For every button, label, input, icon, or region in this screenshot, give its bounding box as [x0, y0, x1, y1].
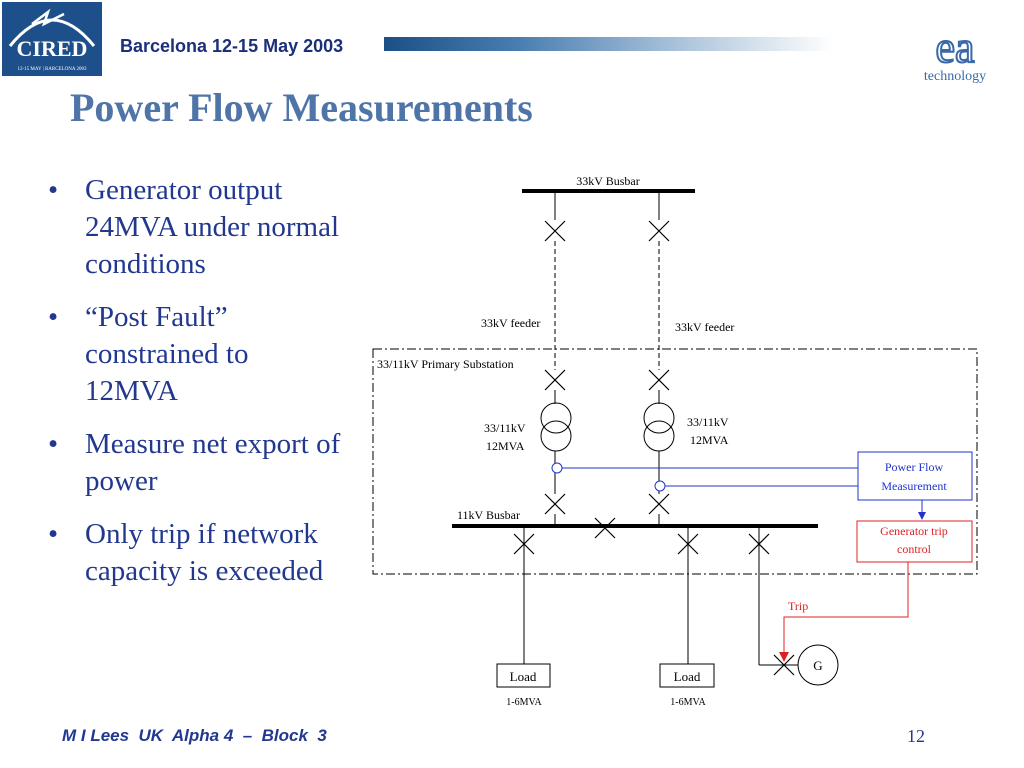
bullet-dot: • [48, 174, 59, 206]
load-box-right [659, 663, 715, 688]
bullet-item: • “Post Fault” constrained to 12MVA [48, 299, 348, 410]
header-band [384, 37, 834, 51]
bullet-item: • Generator output 24MVA under normal con… [48, 172, 348, 283]
generator-breaker-icon [773, 654, 795, 676]
load-left-label: Load [510, 669, 537, 684]
arrow-down-icon [918, 512, 926, 520]
bullet-list: • Generator output 24MVA under normal con… [48, 172, 348, 606]
cired-logo-subtext: 12-15 MAY | BARCELONA 2003 [18, 67, 87, 72]
gtc-label-line2: control [897, 542, 932, 556]
load-circuit-left [513, 526, 535, 664]
left-feeder [540, 191, 572, 525]
generator-label: G [813, 658, 822, 673]
bullet-item: • Only trip if network capacity is exceed… [48, 516, 348, 590]
substation-label: 33/11kV Primary Substation [377, 357, 514, 371]
load-right-label: Load [674, 669, 701, 684]
cired-logo: CIRED 12-15 MAY | BARCELONA 2003 [2, 2, 102, 76]
circuit-breaker-icon [648, 493, 670, 515]
bullet-text: Measure net export of power [85, 428, 341, 497]
bullet-text: Only trip if network capacity is exceede… [85, 518, 324, 587]
busbar-33kv-label: 33kV Busbar [576, 174, 639, 188]
generator-trip-control-box [856, 520, 973, 563]
bullet-dot: • [48, 301, 59, 333]
circuit-breaker-icon [544, 369, 566, 391]
load-circuit-right [677, 526, 699, 664]
ea-logo-mark: ea [935, 24, 974, 72]
feeder-left-label: 33kV feeder [481, 316, 540, 330]
tx-left-rating: 33/11kV [484, 421, 526, 435]
pfm-label-line1: Power Flow [885, 460, 944, 474]
power-flow-measurement-box [857, 451, 973, 501]
single-line-diagram: 33/11kV Primary Substation 33kV Busbar 3… [372, 174, 978, 708]
slide-title: Power Flow Measurements [70, 85, 533, 130]
current-transformer-icon [654, 480, 666, 492]
right-feeder [643, 191, 675, 525]
load-box-left [496, 663, 551, 688]
transformer-winding-icon [643, 420, 675, 452]
trip-signal-line [783, 562, 909, 655]
bullet-text: Generator output 24MVA under normal cond… [85, 174, 340, 280]
circuit-breaker-icon [648, 369, 670, 391]
pfm-label-line2: Measurement [881, 479, 947, 493]
load-left-range: 1-6MVA [506, 697, 542, 708]
bullet-dot: • [48, 428, 59, 460]
conference-label: Barcelona 12-15 May 2003 [120, 36, 344, 56]
generator-icon [797, 644, 839, 686]
tx-right-mva: 12MVA [690, 433, 729, 447]
busbar-11kv-label: 11kV Busbar [457, 508, 520, 522]
ea-technology-logo: ea technology [924, 24, 986, 84]
current-transformer-icon [551, 462, 563, 474]
cired-logo-text: CIRED [17, 36, 88, 61]
circuit-breaker-icon [544, 493, 566, 515]
transformer-winding-icon [540, 402, 572, 434]
bullet-text: “Post Fault” constrained to 12MVA [85, 301, 249, 407]
footer-author: M I Lees UK Alpha 4 – Block 3 [62, 726, 327, 745]
tx-left-mva: 12MVA [486, 439, 525, 453]
transformer-winding-icon [540, 420, 572, 452]
feeder-right-label: 33kV feeder [675, 320, 734, 334]
substation-boundary [372, 348, 978, 575]
tx-right-rating: 33/11kV [687, 415, 729, 429]
gtc-label-line1: Generator trip [880, 524, 948, 538]
transformer-winding-icon [643, 402, 675, 434]
bus-section-breaker-icon [594, 517, 616, 539]
circuit-breaker-icon [648, 220, 670, 242]
page-number: 12 [907, 726, 925, 746]
bullet-item: • Measure net export of power [48, 426, 348, 500]
bullet-dot: • [48, 518, 59, 550]
trip-label: Trip [788, 599, 808, 613]
load-right-range: 1-6MVA [670, 697, 706, 708]
ea-logo-word: technology [924, 69, 986, 84]
circuit-breaker-icon [544, 220, 566, 242]
generator-circuit [748, 526, 839, 686]
arrow-down-icon [779, 652, 789, 662]
